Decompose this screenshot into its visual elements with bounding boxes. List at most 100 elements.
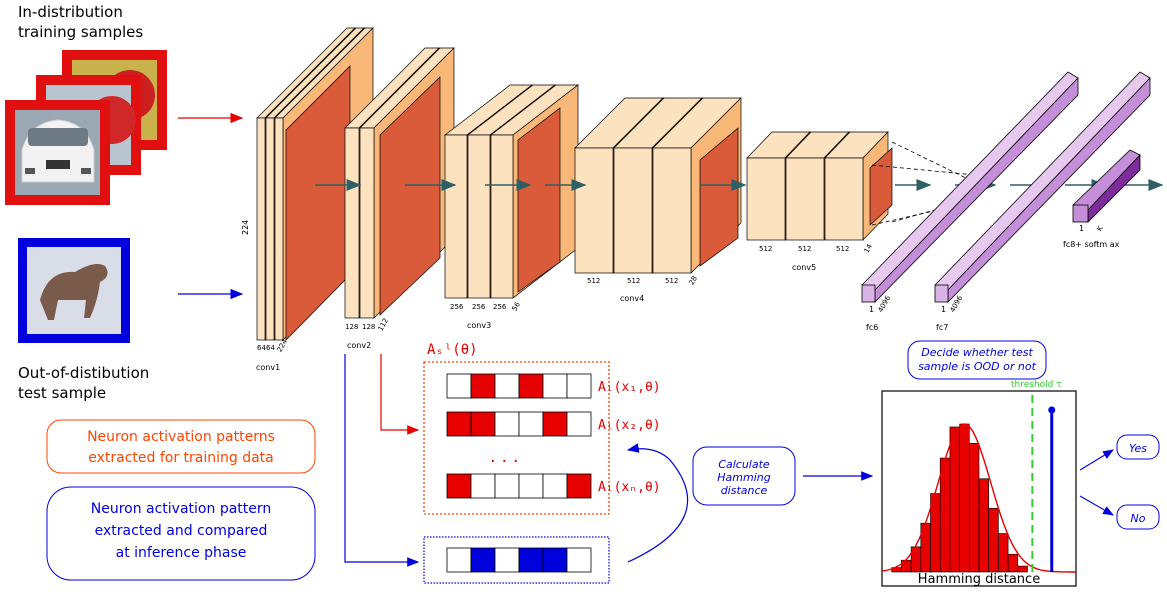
conv4-channels-1: 512 xyxy=(587,277,600,285)
conv5-channels-3: 512 xyxy=(836,245,849,253)
test-pattern-cell xyxy=(542,547,568,573)
fc8-units: K xyxy=(1096,224,1105,232)
calc-hamming-line2: Hamming xyxy=(717,471,770,484)
calc-hamming-line1: Calculate xyxy=(718,458,770,471)
fc8-bar xyxy=(1072,149,1141,223)
conv3-channels-3: 256 xyxy=(493,303,507,311)
conv5-label: conv5 xyxy=(792,263,816,272)
histogram-fit-curve xyxy=(881,423,1076,573)
conv4-dim: 28 xyxy=(688,275,699,287)
pattern-cell xyxy=(446,373,472,399)
training-legend-line2: extracted for training data xyxy=(88,450,274,466)
conv5-dim: 14 xyxy=(863,242,875,254)
pattern-row-label: Aₗ(x₂,θ) xyxy=(598,418,661,433)
conv3-channels-2: 256 xyxy=(472,303,486,311)
calc-hamming-box xyxy=(692,446,796,506)
pattern-cell xyxy=(470,411,496,437)
test-legend-line3: at inference phase xyxy=(116,545,247,561)
test-sample-marker xyxy=(1048,406,1056,414)
pattern-cell xyxy=(518,411,544,437)
decide-line1: Decide whether test xyxy=(921,346,1033,359)
training-legend-box xyxy=(46,419,316,474)
pattern-cell xyxy=(494,373,520,399)
pattern-cell xyxy=(566,473,592,499)
conv4-label: conv4 xyxy=(620,294,644,303)
conv1-label: conv1 xyxy=(256,363,280,372)
test-pattern-cell xyxy=(494,547,520,573)
train-samples-title-line1: In-distribution xyxy=(18,3,123,21)
test-pattern-box xyxy=(423,536,610,584)
fc8-one: 1 xyxy=(1079,224,1084,233)
conv2-dim: 112 xyxy=(377,317,391,333)
test-legend-line2: extracted and compared xyxy=(95,523,268,539)
conv2-label: conv2 xyxy=(347,341,371,350)
conv3-dim: 56 xyxy=(511,300,523,312)
histogram-bar xyxy=(1017,565,1028,573)
test-sample-title-line2: test sample xyxy=(18,384,106,402)
pattern-cell xyxy=(542,373,568,399)
training-pattern-row: Aₗ(x₁,θ) xyxy=(446,373,661,399)
pattern-cell xyxy=(542,473,568,499)
pattern-cell xyxy=(446,473,472,499)
pattern-cell xyxy=(470,473,496,499)
training-legend-line1: Neuron activation patterns xyxy=(87,429,275,445)
conv5-channels-2: 512 xyxy=(798,245,811,253)
conv5-kernel xyxy=(869,147,893,226)
pattern-row-label: Aₗ(x₁,θ) xyxy=(598,380,661,395)
training-image-stack xyxy=(5,50,167,205)
conv2-to-training-arrow xyxy=(380,354,420,435)
pattern-cell xyxy=(494,473,520,499)
fc8-label: fc8+ softm ax xyxy=(1063,240,1120,249)
conv4-channels-3: 512 xyxy=(665,277,678,285)
threshold-label: threshold τ xyxy=(1011,380,1062,390)
conv2-kernel xyxy=(379,76,441,316)
fc7-bar xyxy=(934,71,1151,303)
train-samples-title-line2: training samples xyxy=(18,23,143,41)
pattern-cell xyxy=(566,411,592,437)
conv1-channels-1: 64 xyxy=(257,344,266,352)
fc7-one: 1 xyxy=(941,305,946,314)
test-pattern-cell xyxy=(470,547,496,573)
yes-box xyxy=(1116,434,1160,460)
histogram-bar xyxy=(968,442,980,573)
test-pattern-cell xyxy=(446,547,472,573)
decide-line2: sample is OOD or not xyxy=(918,360,1037,373)
fc6-bar xyxy=(861,71,1079,303)
fc6-one: 1 xyxy=(869,305,874,314)
conv3-kernel xyxy=(517,107,561,293)
conv2-channels-1: 128 xyxy=(345,323,358,331)
compare-arrow xyxy=(626,443,689,563)
conv1-size-label: 224 xyxy=(241,220,250,235)
pattern-cell xyxy=(494,411,520,437)
conv2-to-test-arrow xyxy=(344,354,420,567)
histogram-bar xyxy=(978,478,989,573)
histogram-xlabel: Hamming distance xyxy=(918,572,1040,587)
conv4-kernel xyxy=(699,127,739,267)
test-legend-line1: Neuron activation pattern xyxy=(91,501,272,517)
histogram-bar xyxy=(988,508,999,573)
fc7-label: fc7 xyxy=(936,323,948,332)
conv3-channels-1: 256 xyxy=(450,303,464,311)
conv4-channels-2: 512 xyxy=(627,277,640,285)
pattern-cell xyxy=(518,373,544,399)
test-image xyxy=(18,238,130,343)
test-legend-box xyxy=(46,486,316,581)
conv1-channels-2: 64 xyxy=(266,344,275,352)
no-box xyxy=(1116,504,1160,530)
conv5-fc6-projection xyxy=(871,141,976,226)
test-sample-title-line1: Out-of-distibution xyxy=(18,364,149,382)
calc-hamming-line3: distance xyxy=(721,484,768,497)
test-pattern-cell xyxy=(566,547,592,573)
conv5-channels-1: 512 xyxy=(759,245,772,253)
training-pattern-row: Aₗ(x₂,θ) xyxy=(446,411,661,437)
decide-box xyxy=(907,340,1047,380)
pattern-set-label: Aₛˡ(θ) xyxy=(427,342,478,358)
histogram-bar xyxy=(1007,553,1019,573)
pattern-cell xyxy=(518,473,544,499)
test-pattern-cell xyxy=(518,547,544,573)
pattern-cell xyxy=(542,411,568,437)
pattern-cell xyxy=(566,373,592,399)
histogram-bar xyxy=(998,533,1009,573)
yes-label: Yes xyxy=(1129,442,1147,455)
